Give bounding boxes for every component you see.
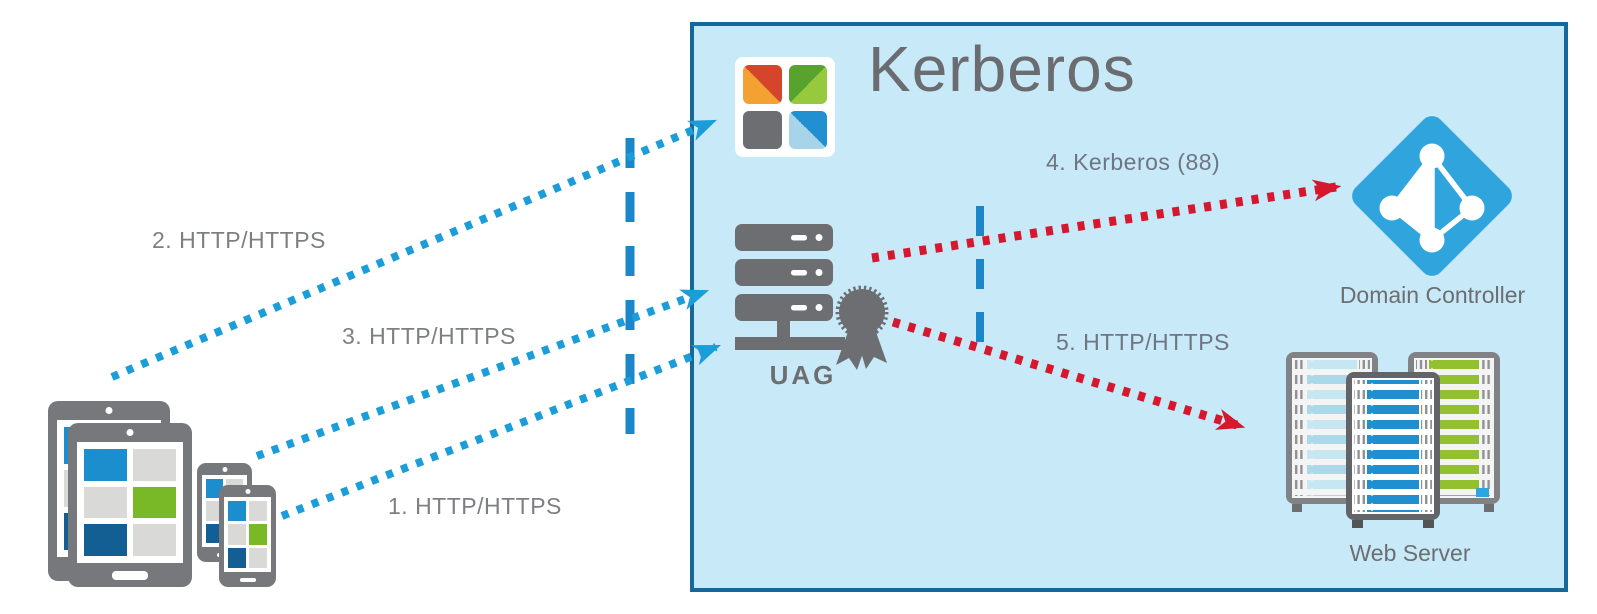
active-directory-icon: [1352, 116, 1512, 276]
flow-arrow-1: [280, 343, 722, 520]
domain-controller-label: Domain Controller: [1339, 282, 1526, 308]
flow-label-1: 1. HTTP/HTTPS: [388, 493, 562, 519]
logo-green-tile: [788, 65, 827, 104]
workspace-one-logo-icon: [735, 57, 835, 157]
uag-server-certificate-icon: [735, 224, 889, 370]
server-tower-center: [1346, 372, 1440, 528]
tablet-icon-front: [68, 423, 192, 587]
flow-label-5: 5. HTTP/HTTPS: [1056, 329, 1230, 355]
zone-title: Kerberos: [868, 33, 1136, 105]
logo-orange-tile: [743, 65, 782, 104]
tablet-screen: [77, 442, 183, 563]
flow-label-3: 3. HTTP/HTTPS: [342, 323, 516, 349]
server-rack-icon: [1286, 352, 1500, 528]
uag-label: UAG: [769, 360, 837, 390]
phone-screen: [224, 497, 271, 572]
flow-label-2: 2. HTTP/HTTPS: [152, 227, 326, 253]
logo-blue-tile: [788, 110, 827, 149]
flow-label-4: 4. Kerberos (88): [1046, 149, 1221, 175]
phone-icon-front: [219, 485, 276, 587]
mobile-devices-icon: [40, 395, 290, 600]
web-server-label: Web Server: [1349, 540, 1471, 566]
flow-arrow-3: [255, 288, 710, 460]
logo-gray-tile: [743, 110, 782, 149]
